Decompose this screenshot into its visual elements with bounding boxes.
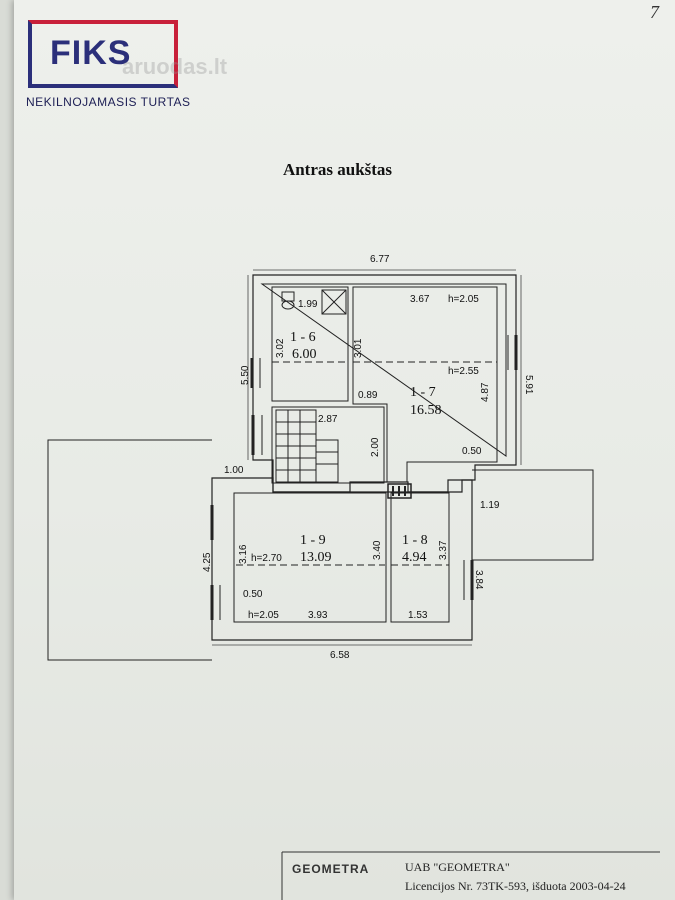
- room-1-7-outline: [352, 286, 498, 483]
- room-1-8-area: 4.94: [402, 550, 427, 565]
- stair-hall-outline: [271, 406, 385, 484]
- geometra-logo: GEOMETRA: [292, 862, 370, 876]
- footer-company: UAB "GEOMETRA": [405, 860, 510, 874]
- page-number: 7: [650, 2, 659, 22]
- room-1-9-area: 13.09: [300, 550, 332, 565]
- room-1-9-id: 1 - 9: [300, 533, 326, 548]
- inner-wall-upper: [260, 283, 507, 457]
- dim-0-50-right: 0.50: [462, 446, 482, 457]
- stairs-icon: [275, 409, 339, 483]
- room-1-7-id: 1 - 7: [410, 385, 436, 400]
- shower-icon: [321, 289, 347, 315]
- dim-bottom-width: 6.58: [330, 650, 350, 661]
- dim-1-99: 1.99: [298, 299, 318, 310]
- room-1-6-area: 6.00: [292, 347, 317, 362]
- dim-2-87: 2.87: [318, 414, 338, 425]
- dim-2-00: 2.00: [370, 437, 381, 457]
- dim-0-50-left: 0.50: [243, 589, 263, 600]
- room-1-7-area: 16.58: [410, 403, 442, 418]
- dim-1-53: 1.53: [408, 610, 428, 621]
- dim-3-02: 3.02: [275, 338, 286, 358]
- window-left-lower: [210, 585, 221, 620]
- dim-3-01: 3.01: [353, 338, 364, 358]
- dim-right-lower: 3.84: [473, 570, 484, 590]
- left-terrace-outline: [47, 439, 212, 661]
- dim-h-2-05-bottom: h=2.05: [248, 610, 279, 621]
- fiks-logo: FIKS NEKILNOJAMASIS TURTAS: [0, 0, 200, 112]
- logo-text: FIKS: [50, 34, 132, 72]
- room-1-8-id: 1 - 8: [402, 533, 428, 548]
- room-1-8-outline: [390, 492, 450, 623]
- logo-subtitle: NEKILNOJAMASIS TURTAS: [26, 95, 191, 109]
- dim-3-16: 3.16: [238, 544, 249, 564]
- dim-1-19: 1.19: [480, 500, 500, 511]
- chimney-icon: [387, 483, 412, 499]
- room-1-6-outline: [271, 286, 349, 402]
- dim-h-2-05-top: h=2.05: [448, 294, 479, 305]
- dim-1-00: 1.00: [224, 465, 244, 476]
- dim-3-40: 3.40: [372, 540, 383, 560]
- dim-right-upper: 5.91: [523, 375, 534, 395]
- window-left-mid: [251, 415, 263, 455]
- floor-title: Antras aukštas: [282, 160, 393, 179]
- dim-top-width: 6.77: [370, 254, 390, 265]
- dim-3-67: 3.67: [410, 294, 430, 305]
- window-right-lower: [463, 560, 474, 600]
- dim-3-93: 3.93: [308, 610, 328, 621]
- right-terrace-outline: [472, 469, 594, 561]
- dim-h-2-55: h=2.55: [448, 366, 479, 377]
- dim-left-upper: 5.50: [240, 365, 251, 385]
- dim-3-37: 3.37: [438, 540, 449, 560]
- window-left-upper: [250, 358, 261, 388]
- watermark: aruodas.lt: [122, 54, 228, 79]
- footer-license: Licencijos Nr. 73TK-593, išduota 2003-04…: [405, 879, 626, 893]
- logo-frame: [28, 20, 178, 88]
- toilet-icon: [281, 291, 295, 310]
- room-1-6-id: 1 - 6: [290, 330, 316, 345]
- document-sheet: [14, 0, 675, 900]
- dim-left-lower: 4.25: [202, 552, 213, 572]
- window-right-upper: [507, 335, 518, 370]
- dim-0-89: 0.89: [358, 390, 378, 401]
- room-1-9-outline: [233, 492, 387, 623]
- dim-h-2-70: h=2.70: [251, 553, 282, 564]
- dim-4-87: 4.87: [480, 382, 491, 402]
